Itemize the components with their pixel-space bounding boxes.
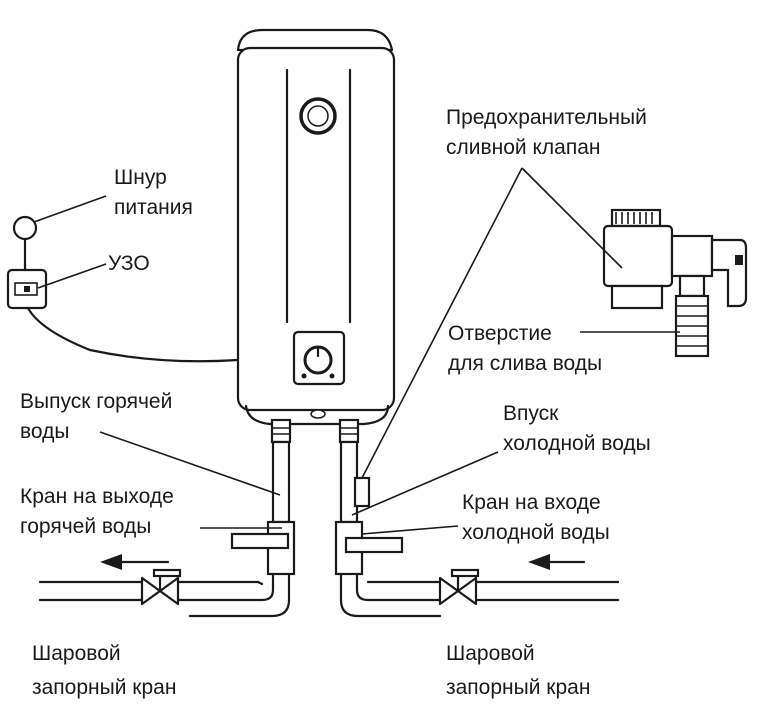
label-ball-valve-left: Шаровой запорный кран	[32, 642, 176, 699]
main-pipe-right	[366, 580, 620, 602]
water-heater-tank	[236, 28, 396, 426]
safety-valve-small	[353, 476, 371, 508]
ball-valve-right-line-2: запорный кран	[446, 676, 590, 699]
cold-tap-line-1: Кран на входе	[462, 491, 601, 514]
arrow-left-outflow	[100, 554, 170, 570]
arrow-right-inflow	[528, 554, 586, 570]
safety-valve-line-1: Предохранительный	[446, 106, 647, 129]
indicator-lamp-right	[329, 373, 335, 379]
ball-valve-left	[140, 568, 182, 606]
label-ball-valve-right: Шаровой запорный кран	[446, 642, 590, 699]
hot-pipe-to-main	[188, 573, 275, 602]
power-cord-line-2: питания	[114, 196, 193, 219]
hot-tap-line-2: горячей воды	[20, 515, 151, 538]
hot-water-pipe	[188, 418, 292, 618]
power-cord-line-1: Шнур	[114, 166, 167, 189]
thermometer-inner	[307, 105, 329, 127]
label-power-cord: Шнур питания	[114, 166, 193, 219]
tank-bottom-rim	[244, 404, 390, 426]
hot-tap-handle	[230, 532, 290, 550]
leader-lines	[33, 167, 680, 535]
hot-pipe-fitting	[270, 418, 292, 444]
bottom-nut	[310, 409, 326, 419]
hot-tap-valve	[230, 520, 296, 576]
label-safety-valve: Предохранительный сливной клапан	[446, 106, 653, 159]
label-rcd: УЗО	[108, 252, 150, 275]
tank-top-cap	[236, 28, 394, 52]
cold-inlet-line-1: Впуск	[503, 402, 559, 425]
ball-valve-right	[438, 568, 480, 606]
plug-icon	[12, 215, 38, 241]
cold-tap-line-2: холодной воды	[462, 521, 610, 544]
label-hot-outlet: Выпуск горячей воды	[20, 390, 178, 443]
cold-pipe-fitting	[338, 418, 360, 444]
ball-valve-right-line-1: Шаровой	[446, 642, 535, 665]
safety-valve-line-2: сливной клапан	[446, 136, 601, 159]
cold-tap-valve	[334, 520, 404, 576]
power-cord	[6, 215, 240, 363]
indicator-lamp-left	[301, 373, 307, 379]
drain-hole-line-2: для слива воды	[448, 352, 602, 375]
ball-valve-left-line-2: запорный кран	[32, 676, 176, 699]
hot-pipe-vertical	[271, 440, 291, 524]
hot-outlet-line-1: Выпуск горячей	[20, 390, 172, 413]
cold-tap-handle	[344, 536, 404, 554]
safety-valve-detail	[602, 208, 748, 358]
hot-outlet-line-2: воды	[20, 420, 70, 443]
label-cold-tap: Кран на входе холодной воды	[462, 491, 610, 544]
label-hot-tap: Кран на выходе горячей воды	[20, 485, 180, 538]
label-drain-hole: Отверстие для слива воды	[448, 322, 602, 375]
label-cold-inlet: Впуск холодной воды	[503, 402, 651, 455]
drain-hole-line-1: Отверстие	[448, 322, 552, 345]
cold-pipe-to-main	[355, 573, 442, 602]
cold-water-pipe	[338, 418, 442, 618]
hot-tap-line-1: Кран на выходе	[20, 485, 174, 508]
cold-inlet-line-2: холодной воды	[503, 432, 651, 455]
ball-valve-left-line-1: Шаровой	[32, 642, 121, 665]
